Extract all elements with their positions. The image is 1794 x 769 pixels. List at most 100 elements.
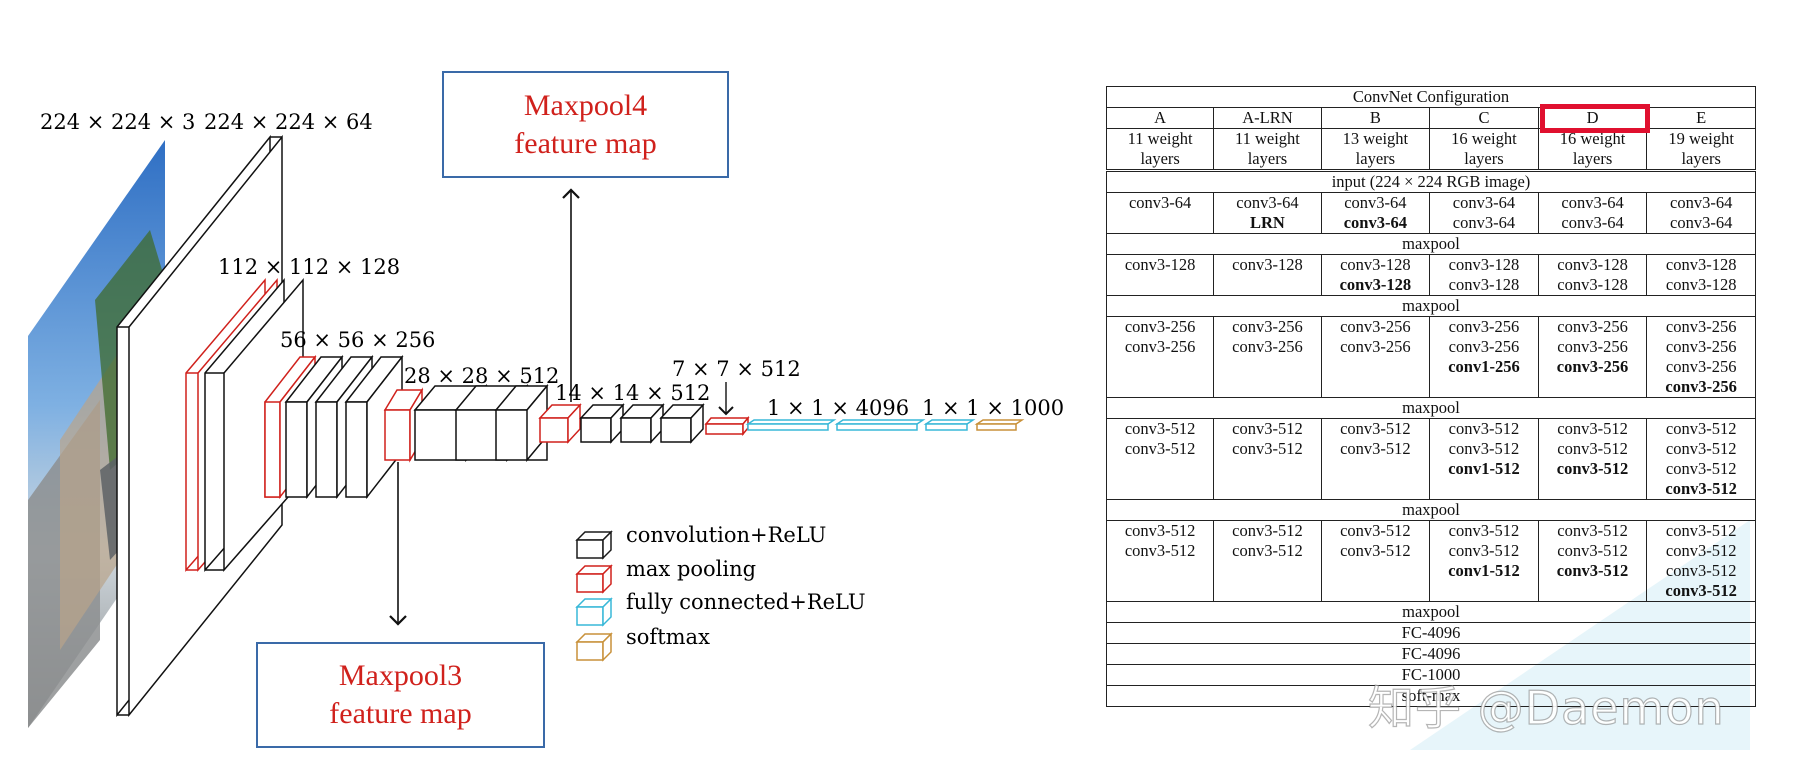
- table-cell-text: conv3-128: [1232, 255, 1303, 274]
- table-cell-text: conv3-64: [1128, 193, 1192, 212]
- dim-label-conv4: 28 × 28 × 512: [404, 364, 560, 388]
- table-cell-text: conv3-256: [1124, 317, 1196, 336]
- table-cell-text: conv3-256: [1340, 337, 1411, 356]
- table-cell-text: conv1-512: [1448, 459, 1520, 478]
- table-cell-text: conv3-256: [1665, 357, 1737, 376]
- table-cell-text: conv3-512: [1232, 541, 1303, 560]
- layer-cell: conv3-128: [1213, 254, 1322, 296]
- table-cell-text: conv3-512: [1448, 521, 1520, 540]
- table-cell-text: conv3-128: [1339, 275, 1412, 294]
- maxpool3-title: Maxpool3: [338, 659, 463, 692]
- weight-count-text: 11 weight: [1127, 129, 1193, 148]
- maxpool-row: maxpool: [1106, 601, 1756, 623]
- layer-cell: conv3-128: [1105, 254, 1215, 296]
- dim-label-conv2: 112 × 112 × 128: [218, 255, 401, 279]
- legend-icons: [575, 530, 613, 662]
- table-input-row: input (224 × 224 RGB image): [1106, 169, 1756, 193]
- table-cell-text: conv3-128: [1665, 275, 1737, 294]
- table-title-text: ConvNet Configuration: [1352, 87, 1510, 106]
- table-cell-text: conv3-512: [1448, 439, 1520, 458]
- maxpool-row: maxpool: [1106, 397, 1756, 419]
- table-cell-text: conv3-512: [1340, 439, 1411, 458]
- tail-layer-text: FC-4096: [1401, 623, 1461, 642]
- tail-row: FC-1000: [1106, 664, 1756, 686]
- table-cell-text: conv3-512: [1448, 419, 1520, 438]
- table-cell-text: conv3-256: [1556, 357, 1629, 376]
- column-header-label: C: [1478, 108, 1490, 127]
- table-cell-text: conv3-256: [1124, 337, 1196, 356]
- legend-label-conv: convolution+ReLU: [626, 523, 827, 547]
- weight-count-text: 16 weight: [1451, 129, 1517, 148]
- table-cell-text: conv3-512: [1665, 419, 1737, 438]
- table-cell-text: conv3-128: [1557, 255, 1628, 274]
- tail-layer-2: FC-4096: [1106, 643, 1756, 665]
- table-cell-text: conv3-256: [1232, 337, 1303, 356]
- fc-layers: [745, 419, 976, 431]
- column-header-a: A: [1105, 107, 1215, 129]
- table-cell-text: conv3-512: [1665, 459, 1737, 478]
- conv3-block: [264, 354, 404, 500]
- input-spec-text: input (224 × 224 RGB image): [1331, 172, 1531, 191]
- maxpool-cell: maxpool: [1106, 499, 1756, 521]
- maxpool-text: maxpool: [1402, 602, 1460, 621]
- table-cell-text: conv3-512: [1340, 521, 1411, 540]
- table-cell-text: conv3-512: [1665, 479, 1737, 498]
- layer-cell: conv3-64: [1105, 192, 1215, 234]
- weight-count-text: 13 weight: [1342, 129, 1409, 148]
- conv4-block: [383, 383, 549, 463]
- table-cell-text: conv3-64: [1561, 213, 1624, 232]
- column-header-label: B: [1369, 108, 1381, 127]
- tail-row: soft-max: [1106, 685, 1756, 707]
- table-cell-text: conv3-128: [1124, 255, 1196, 274]
- table-title: ConvNet Configuration: [1106, 86, 1756, 108]
- weight-count-text: 16 weight: [1559, 129, 1626, 148]
- table-cell-text: conv3-512: [1448, 541, 1520, 560]
- table-cell-text: conv3-64: [1670, 193, 1733, 212]
- maxpool3-callout: Maxpool3 feature map: [256, 642, 545, 748]
- table-cell-text: conv3-512: [1665, 521, 1737, 540]
- maxpool-cell: maxpool: [1106, 397, 1756, 419]
- column-header-label: E: [1696, 108, 1707, 127]
- table-title-row: ConvNet Configuration: [1106, 86, 1756, 108]
- table-cell-text: conv3-512: [1124, 521, 1196, 540]
- maxpool-cell: maxpool: [1106, 233, 1756, 255]
- tail-layer-text: soft-max: [1401, 686, 1461, 705]
- watermark-text: 知乎 @Daemon: [1367, 680, 1725, 735]
- table-cell-text: conv3-512: [1665, 561, 1737, 580]
- softmax-layer: [974, 419, 1025, 431]
- maxpool-row: maxpool: [1106, 499, 1756, 521]
- table-cell-text: conv3-64: [1452, 193, 1516, 212]
- dim-label-conv3: 56 × 56 × 256: [280, 328, 436, 352]
- input-spec-row: input (224 × 224 RGB image): [1106, 169, 1756, 193]
- table-cell-text: conv3-64: [1343, 213, 1407, 232]
- table-cell-text: conv3-256: [1448, 317, 1520, 336]
- maxpool3-subtitle: feature map: [329, 697, 472, 730]
- dim-label-input: 224 × 224 × 3: [40, 110, 196, 134]
- maxpool-text: maxpool: [1402, 296, 1460, 315]
- column-header-label: A-LRN: [1242, 108, 1293, 127]
- column-header-b: B: [1320, 107, 1431, 129]
- tail-layer-3: FC-1000: [1106, 664, 1756, 686]
- table-cell-text: conv3-256: [1448, 337, 1520, 356]
- table-cell-text: conv3-512: [1557, 541, 1628, 560]
